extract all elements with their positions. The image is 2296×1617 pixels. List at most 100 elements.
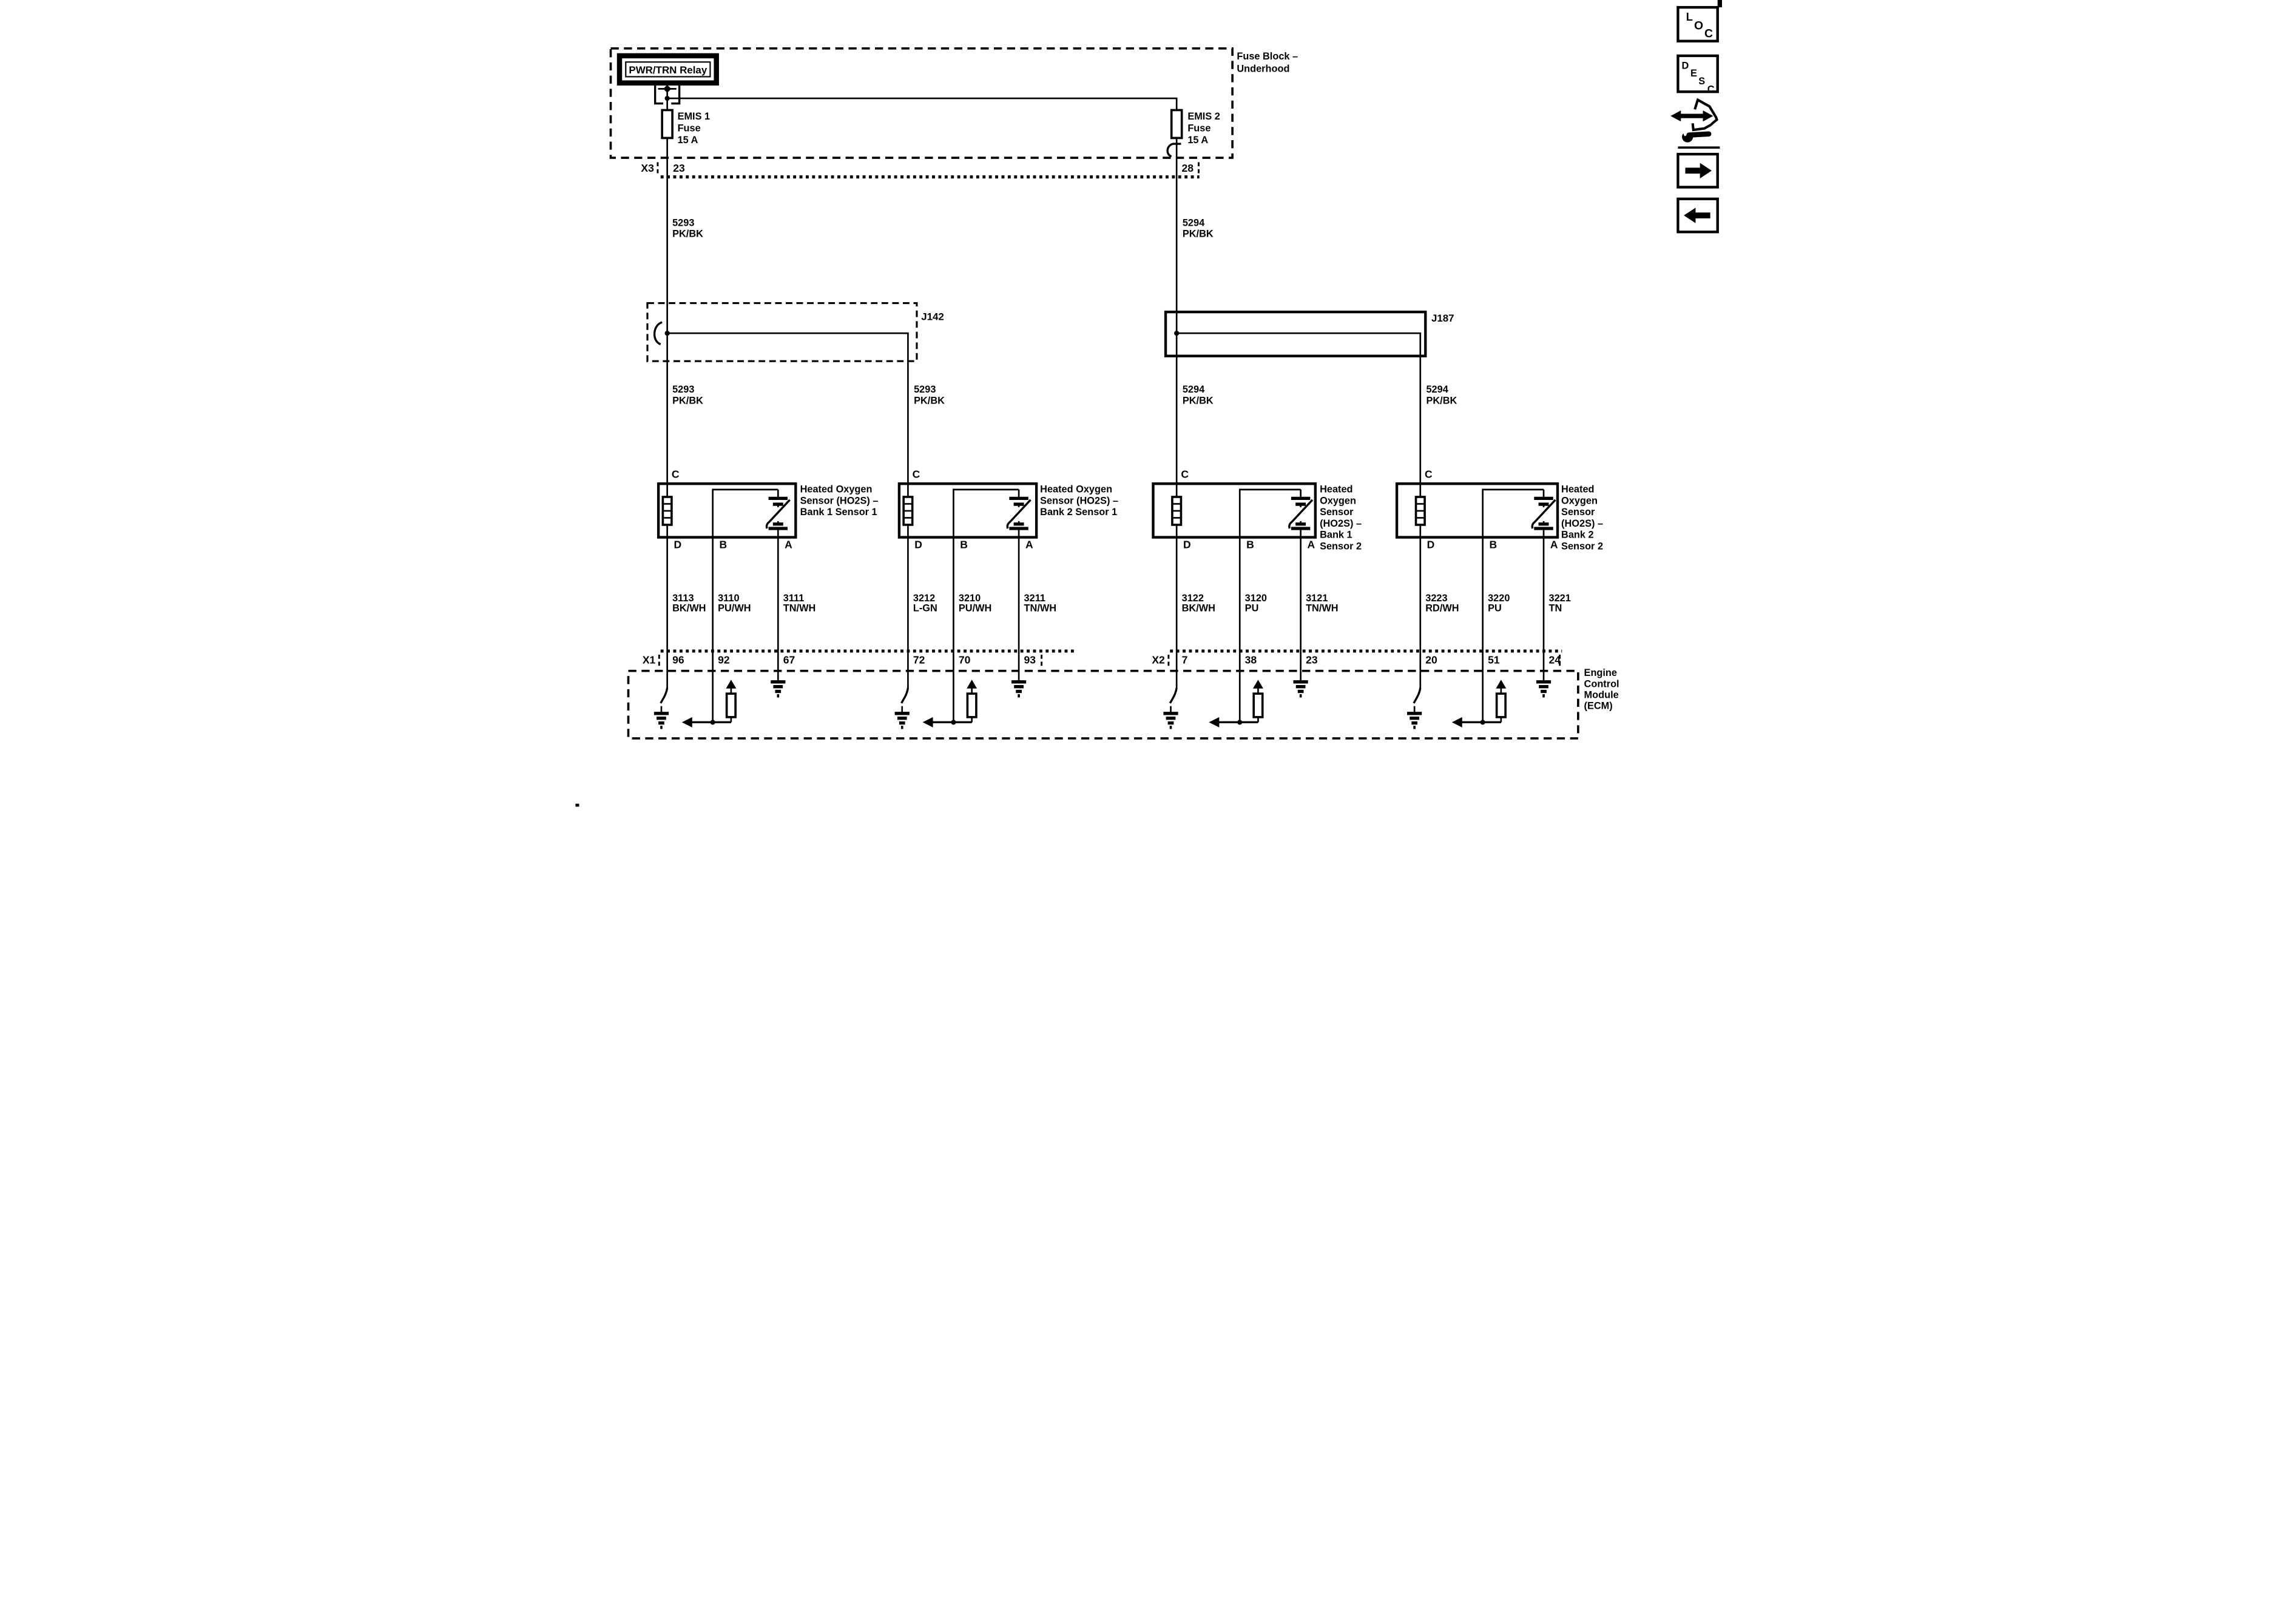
pin-a-label: A <box>1025 539 1033 551</box>
ecm-pin: 96 <box>672 654 684 666</box>
junction-dot <box>1174 331 1180 336</box>
pin-23-label: 23 <box>673 162 685 174</box>
loc-letter: C <box>1704 27 1713 41</box>
sensor-label-line: Bank 2 Sensor 1 <box>1040 507 1117 518</box>
splice-boundary <box>646 302 918 362</box>
connector-x3-label: X3 <box>641 162 654 174</box>
loc-letter: O <box>1694 19 1703 32</box>
wrench-adjust-icon[interactable] <box>1670 98 1720 149</box>
fuse-block-title-line2: Underhood <box>1237 64 1289 75</box>
sensor-label-line: (HO2S) – <box>1320 518 1362 529</box>
ecm-pin: 72 <box>913 654 925 666</box>
fuse-emis2: EMIS 2 Fuse 15 A <box>1166 109 1220 158</box>
sensor-ho2s-b2s1: C Heated Oxygen Sensor (HO2S) – Bank 2 S… <box>897 468 1118 671</box>
sensor-drop-wires <box>1419 537 1545 671</box>
ecm-pin: 67 <box>783 654 795 666</box>
desc-letter: S <box>1698 76 1705 87</box>
wire-color: PK/BK <box>672 229 703 240</box>
sensor-label-line: Bank 2 <box>1561 530 1594 541</box>
wire-color: PK/BK <box>1183 395 1214 406</box>
splice-boundary <box>1164 310 1427 357</box>
connector-x2-label: X2 <box>1152 654 1165 666</box>
wire-circuit: 3221 <box>1549 593 1571 604</box>
ecm-pin: 70 <box>959 654 971 666</box>
page-artifact-dot <box>575 803 579 807</box>
relay-contact-symbol <box>653 83 681 110</box>
wire-circuit: 3210 <box>959 593 981 604</box>
sensor-label-line: Sensor 2 <box>1320 541 1362 552</box>
wire-circuit: 5294 <box>1183 218 1204 229</box>
wire-circuit: 3223 <box>1425 593 1447 604</box>
wire-color: PK/BK <box>672 395 703 406</box>
wire-color: TN <box>1549 603 1562 614</box>
wire-color: PK/BK <box>1426 395 1457 406</box>
wire-color: TN/WH <box>1024 603 1057 614</box>
splice-j187-label: J187 <box>1431 312 1454 324</box>
pin-c-label: C <box>1181 468 1189 481</box>
loc-button[interactable]: L O C <box>1676 5 1719 42</box>
sensor-label-line: Sensor <box>1561 507 1595 518</box>
relay-box-outer <box>616 53 719 86</box>
ecm-pin: 23 <box>1306 654 1318 666</box>
sensor-label-line: Bank 1 Sensor 1 <box>800 507 877 518</box>
relay-label: PWR/TRN Relay <box>629 64 707 76</box>
ecm-pin: 7 <box>1182 654 1188 666</box>
ecm-pin: 92 <box>718 654 730 666</box>
sensor-box <box>897 482 1038 539</box>
pin-c-label: C <box>1425 468 1433 481</box>
pin-a-label: A <box>1308 539 1315 551</box>
wire-circuit: 3121 <box>1306 593 1328 604</box>
connector-x1-label: X1 <box>643 654 656 666</box>
sensor-ho2s-b1s1: C Heated Oxygen Sensor (HO2S) – Bank 1 S… <box>657 468 878 671</box>
wire-circuit: 3113 <box>672 593 694 604</box>
wire-color: BK/WH <box>672 603 706 614</box>
wire-circuit: 5294 <box>1183 384 1204 395</box>
sensor-label-line: Heated Oxygen <box>800 484 873 495</box>
wire-circuit: 3120 <box>1245 593 1267 604</box>
fuse2-type: Fuse <box>1187 123 1210 134</box>
sensor-ho2s-b2s2: C Heated Oxygen Sensor (HO2S) – Bank 2 S… <box>1395 468 1603 671</box>
wire-color: PU/WH <box>718 603 751 614</box>
sensor-label-line: Bank 1 <box>1320 530 1352 541</box>
feed-branch-wire <box>667 97 1178 110</box>
splice-j187: J187 <box>1164 310 1454 484</box>
engine-control-module: X1 X2 96 92 67 72 70 93 7 38 23 20 51 24… <box>627 649 1619 740</box>
pin-b-label: B <box>1490 539 1497 551</box>
ecm-ground-symbol <box>1536 671 1551 696</box>
ecm-ground-symbol <box>771 671 785 696</box>
sensor-label-line: Oxygen <box>1561 495 1598 506</box>
arrow-right-button[interactable] <box>1676 152 1719 189</box>
desc-letter: C <box>1707 84 1715 95</box>
sensor-box <box>1395 482 1559 539</box>
pin-c-label: C <box>913 468 920 481</box>
splice-branch-wire <box>1177 332 1422 484</box>
splice-j142: J142 <box>646 302 944 484</box>
wiring-diagram-page: Fuse Block – Underhood PWR/TRN Relay EMI… <box>574 0 1722 808</box>
page-artifact-mark <box>1717 0 1722 8</box>
wire-color: PU/WH <box>959 603 991 614</box>
wire-color: PK/BK <box>1183 229 1214 240</box>
ecm-pin: 93 <box>1024 654 1036 666</box>
sensor-label-line: Sensor <box>1320 507 1354 518</box>
sensor-box <box>1152 482 1317 539</box>
pin-b-label: B <box>1246 539 1254 551</box>
sensor-cell-symbol <box>1289 490 1312 538</box>
clip-symbol <box>1166 143 1181 158</box>
fuse-block-title-line1: Fuse Block – <box>1237 51 1298 62</box>
sensor-label-line: Sensor 2 <box>1561 541 1603 552</box>
heater-element-symbol <box>661 496 673 526</box>
fuse1-type: Fuse <box>678 123 701 134</box>
mid-wire-labels: 5293 PK/BK 5293 PK/BK 5294 PK/BK 5294 PK… <box>672 384 1457 406</box>
pin-b-label: B <box>720 539 728 551</box>
wire-color: PU <box>1245 603 1259 614</box>
sensor-label-line: Heated Oxygen <box>1040 484 1112 495</box>
fuse-emis1: EMIS 1 Fuse 15 A <box>661 109 710 146</box>
sensor-label-line: Sensor (HO2S) – <box>1040 495 1118 506</box>
wire-circuit: 3110 <box>718 593 739 604</box>
fuse-block-boundary <box>609 47 1234 159</box>
wire-circuit: 5293 <box>672 218 694 229</box>
ecm-label-line: Control <box>1584 678 1619 689</box>
desc-button[interactable]: D E S C <box>1676 54 1719 95</box>
sensor-cell-symbol <box>766 490 789 538</box>
arrow-left-button[interactable] <box>1676 197 1719 234</box>
